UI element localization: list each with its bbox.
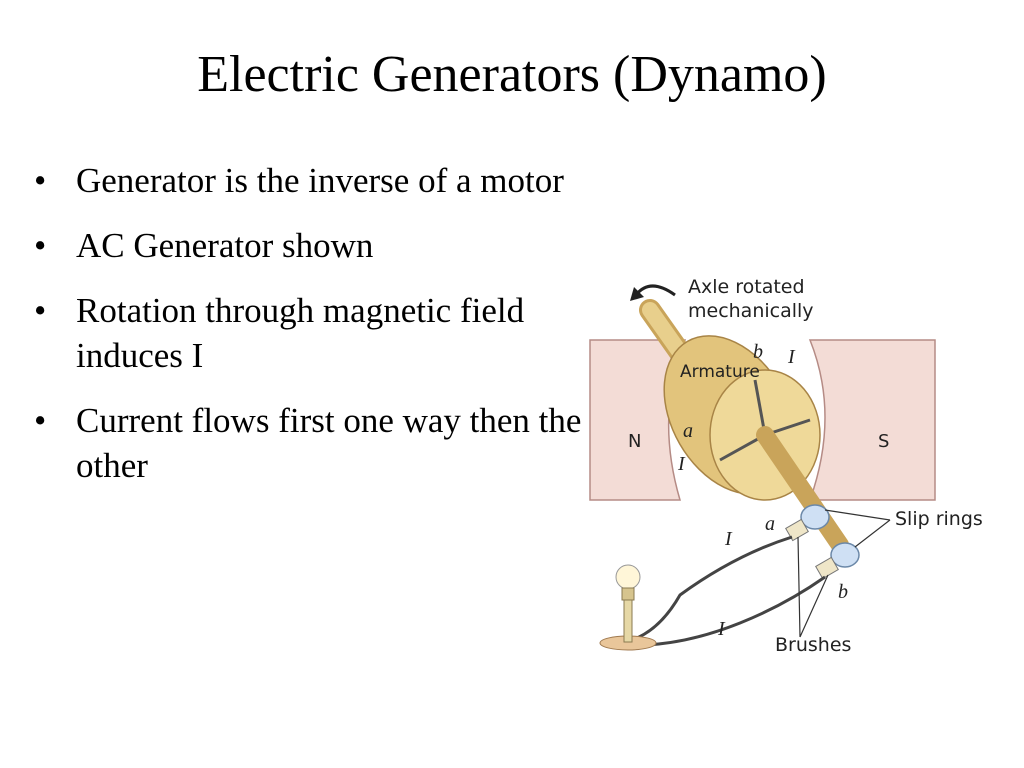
bullet-dot: •	[34, 401, 47, 440]
brush-a	[785, 518, 809, 542]
rotation-arrow-icon	[634, 284, 676, 297]
bullet-text: Rotation through magnetic field induces …	[76, 291, 525, 375]
bulb-socket	[621, 587, 635, 601]
current-label-wire-a: I	[724, 528, 733, 550]
bullet-item: • Rotation through magnetic field induce…	[34, 288, 594, 378]
south-pole-label: S	[878, 431, 889, 452]
axle-label-line2: mechanically	[688, 300, 814, 322]
bullet-dot: •	[34, 291, 47, 330]
slip-ring-b	[830, 542, 860, 568]
bullet-item: • AC Generator shown	[34, 223, 594, 268]
bullet-dot: •	[34, 161, 47, 200]
bullet-item: • Current flows first one way then the o…	[34, 398, 594, 488]
axle-lower	[756, 426, 849, 554]
wire-a	[631, 535, 793, 642]
bulb-icon	[615, 564, 641, 590]
bullet-dot: •	[34, 226, 47, 265]
coil-label-b: b	[753, 341, 763, 363]
generator-diagram: Axle rotated mechanically Armature N S S…	[589, 276, 983, 656]
lamp-stand	[623, 599, 633, 643]
brush-label-b: b	[838, 581, 848, 603]
bullet-item: • Generator is the inverse of a motor	[34, 158, 594, 203]
rotation-arrowhead-icon	[630, 287, 644, 301]
slide-title: Electric Generators (Dynamo)	[197, 46, 827, 103]
south-magnet	[808, 339, 936, 501]
axle-label-line1: Axle rotated	[688, 276, 805, 298]
north-pole-label: N	[628, 431, 641, 452]
bullet-text: AC Generator shown	[76, 226, 374, 265]
slip-rings-label: Slip rings	[895, 508, 983, 530]
brushes-pointer	[797, 536, 829, 638]
bullet-text: Current flows first one way then the oth…	[76, 401, 582, 485]
bullet-text: Generator is the inverse of a motor	[76, 161, 564, 200]
current-label-wire-b: I	[717, 618, 726, 640]
wire-b	[644, 575, 826, 647]
coil-label-a: a	[683, 420, 693, 442]
current-label-left: I	[677, 453, 686, 475]
current-label-top: I	[787, 346, 796, 368]
brush-b	[815, 556, 839, 580]
brush-label-a: a	[765, 513, 775, 535]
bullet-list: • Generator is the inverse of a motor • …	[34, 158, 594, 508]
brushes-label: Brushes	[775, 634, 851, 656]
slip-rings-pointer	[824, 509, 891, 548]
slip-ring-a	[800, 504, 830, 530]
armature-label: Armature	[680, 362, 760, 382]
